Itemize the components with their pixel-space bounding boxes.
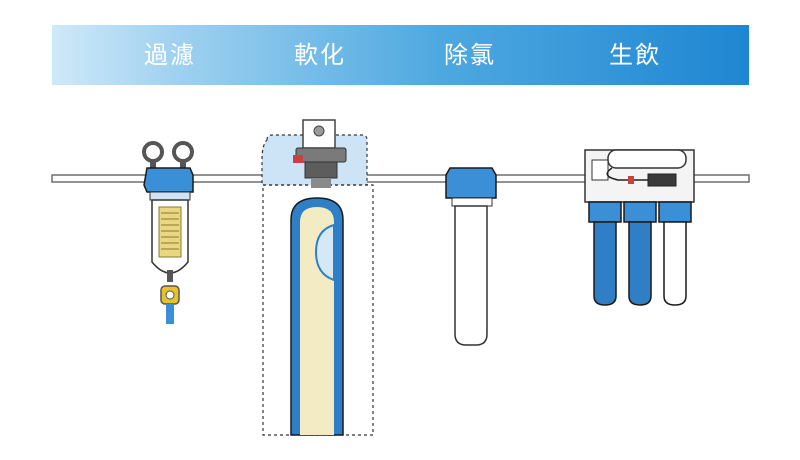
ro-prefilter-cartridge-1 — [593, 221, 617, 306]
ro-membrane-housing — [607, 149, 687, 169]
stage-label-filtration: 過濾 — [144, 41, 196, 69]
sediment-mesh-screen — [158, 206, 182, 258]
ro-prefilter-cartridge-3 — [663, 221, 687, 306]
stage-label-drinking: 生飲 — [609, 41, 661, 69]
flush-valve — [160, 270, 180, 324]
ro-tubing — [606, 167, 660, 181]
sediment-filter-unit — [142, 141, 194, 324]
softener-resin-tank — [290, 197, 344, 436]
carbon-filter-housing — [454, 205, 488, 346]
ro-prefilter-cartridge-2 — [628, 221, 652, 306]
main-water-pipe — [51, 174, 750, 183]
water-softener-unit — [261, 119, 374, 436]
ro-drinking-unit — [584, 149, 695, 306]
softener-control-valve — [293, 119, 347, 188]
stage-label-dechlorination: 除氯 — [444, 41, 496, 69]
carbon-filter-unit — [445, 167, 497, 346]
pressure-gauge-right — [172, 141, 194, 170]
stage-label-softening: 軟化 — [294, 41, 346, 69]
pressure-gauge-left — [142, 141, 164, 170]
sediment-filter-head — [143, 167, 194, 193]
carbon-filter-head — [445, 167, 497, 199]
process-stage-banner: 過濾 軟化 除氯 生飲 — [52, 25, 749, 85]
